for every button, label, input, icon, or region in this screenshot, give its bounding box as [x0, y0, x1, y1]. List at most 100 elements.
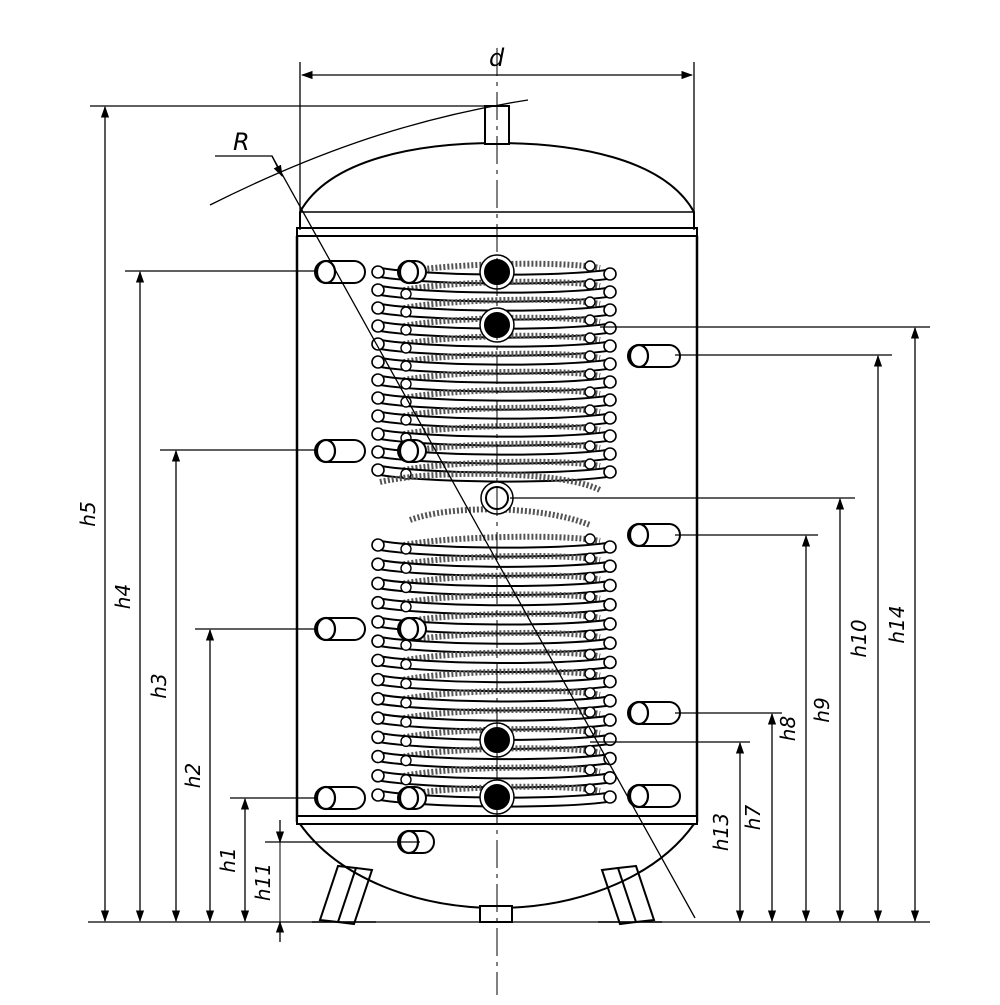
coil-end	[400, 360, 412, 372]
coil-end	[371, 391, 385, 405]
coil-end	[371, 409, 385, 423]
dimension-label-h10: h10	[847, 619, 871, 657]
lower-center-port	[479, 722, 515, 758]
coil-end	[603, 375, 617, 389]
coil-end	[584, 386, 596, 398]
coil-end	[371, 692, 385, 706]
coil-end	[400, 716, 412, 728]
coil-end	[400, 581, 412, 594]
coil-end	[584, 571, 596, 584]
coil-end	[603, 339, 617, 353]
left-connection-h4	[314, 259, 366, 285]
coil-end	[584, 458, 596, 470]
coil-turn-back	[395, 649, 601, 666]
coil-end	[603, 447, 617, 461]
right-connection-bottom	[627, 783, 681, 809]
coil-end	[371, 373, 385, 387]
coil-end	[584, 368, 596, 380]
lower-coil	[371, 533, 617, 808]
coil-end	[603, 694, 617, 708]
bottom-nozzle	[479, 905, 513, 923]
diameter-label: d	[489, 44, 505, 72]
coil-turn-back	[395, 706, 601, 723]
coil-turn-back	[395, 687, 601, 704]
dimension-h3: h3	[147, 449, 315, 923]
coil-end	[603, 655, 617, 670]
dimension-label-h2: h2	[181, 763, 205, 788]
coil-end	[584, 783, 596, 795]
dimension-h11: h11	[251, 820, 420, 942]
coil-turn-back	[395, 553, 601, 570]
dimension-label-h13: h13	[709, 813, 733, 851]
coil-end	[371, 749, 385, 764]
coil-end	[584, 610, 596, 622]
coil-end	[603, 636, 617, 650]
dimension-h14: h14	[600, 326, 930, 923]
coil-end	[603, 732, 617, 747]
coil-end	[400, 378, 412, 390]
coil-end	[400, 468, 412, 480]
coil-end	[371, 319, 385, 333]
coil-end	[584, 422, 596, 434]
dimension-label-h14: h14	[885, 605, 909, 643]
coil-end	[603, 597, 617, 612]
coil-end	[603, 713, 617, 727]
dimension-label-h4: h4	[111, 584, 135, 609]
dimension-h1: h1	[216, 797, 315, 923]
coil-end	[603, 267, 617, 281]
coil-end	[603, 540, 617, 554]
coil-end	[400, 562, 412, 574]
coil-end	[371, 576, 385, 591]
coil-end	[584, 706, 596, 718]
coil-turn-back	[395, 296, 601, 313]
dimension-label-h11: h11	[251, 863, 275, 901]
dimension-h2: h2	[181, 628, 315, 923]
dimension-h8: h8	[675, 534, 818, 923]
radius-callout: R	[209, 99, 696, 919]
coil-end	[371, 615, 385, 629]
coil-end	[584, 278, 596, 290]
coil-turn-back	[395, 572, 601, 589]
coil-turn-back	[395, 458, 601, 475]
coil-end	[371, 672, 385, 687]
coil-end	[584, 744, 596, 757]
coil-end	[603, 303, 617, 317]
coil-end	[400, 288, 412, 300]
coil-end	[603, 770, 617, 785]
right-leg	[598, 864, 662, 926]
coil-end	[603, 578, 617, 593]
coil-end	[584, 648, 596, 661]
coil-end	[371, 301, 385, 315]
left-coil-port-bottom	[397, 785, 427, 811]
left-connection-h2	[314, 616, 366, 642]
coil-end	[603, 790, 617, 804]
coil-end	[584, 260, 596, 272]
coil-end	[603, 393, 617, 407]
coil-end	[584, 533, 596, 545]
coil-end	[400, 600, 412, 613]
coil-end	[371, 283, 385, 297]
coil-end	[400, 677, 412, 690]
coil-end	[400, 774, 412, 786]
coil-turn-back	[395, 764, 601, 781]
radius-label: R	[233, 128, 250, 156]
coil-end	[400, 754, 412, 767]
coil-end	[371, 730, 385, 745]
coil-end	[603, 321, 617, 335]
coil-end	[603, 285, 617, 299]
coil-end	[400, 543, 412, 555]
left-leg	[312, 864, 376, 926]
coil-end	[603, 357, 617, 371]
coil-turn-back	[395, 668, 601, 685]
coil-transition	[408, 506, 592, 528]
coil-end	[371, 265, 385, 279]
coil-end	[584, 296, 596, 308]
coil-end	[603, 411, 617, 425]
coil-end	[584, 590, 596, 603]
dimension-h9: h9	[510, 497, 855, 923]
right-connection-h10	[627, 343, 681, 369]
dimension-label-h5: h5	[76, 501, 100, 526]
coil-end	[400, 306, 412, 318]
